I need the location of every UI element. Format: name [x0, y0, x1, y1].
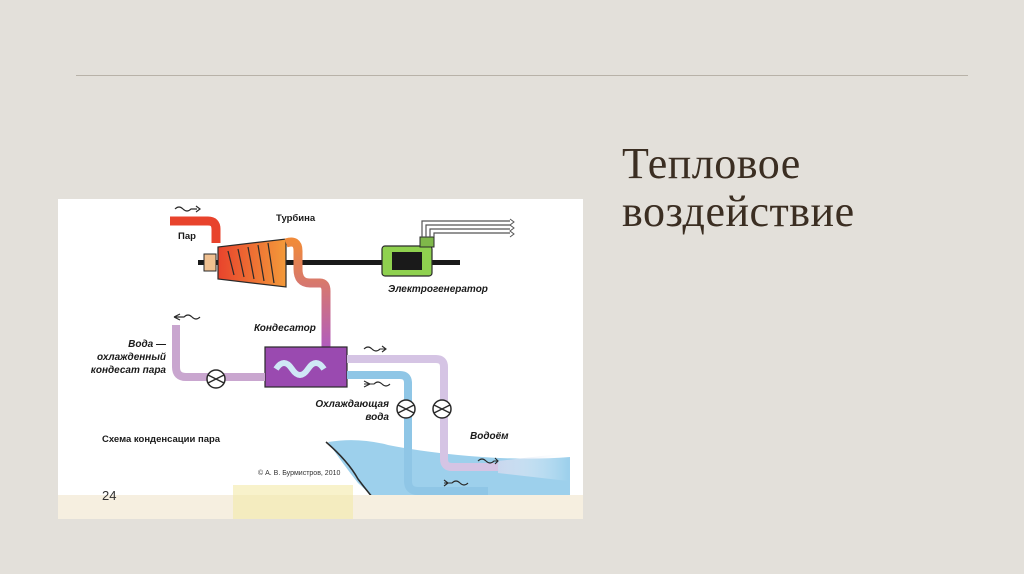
steam-pipe	[170, 216, 221, 243]
diagram-svg: Пар Турбина Электрогенератор Кондесатор …	[58, 205, 583, 519]
steam-flow-arrow	[174, 206, 197, 212]
turbine-shaft	[198, 260, 460, 265]
cooling-pump-outlet	[432, 399, 452, 419]
generator-core	[392, 252, 422, 270]
wire-ends	[509, 218, 515, 238]
cooling-pump-intake	[396, 399, 416, 419]
condensate-pipe	[172, 325, 265, 381]
warm-flow-arrow	[363, 345, 387, 353]
condensate-flow-arrow	[173, 313, 201, 321]
label-cooling-line1: Охлаждающая	[315, 399, 389, 410]
label-turbine: Турбина	[276, 213, 316, 224]
turbine-bearing-left	[203, 253, 217, 272]
turbine-blades	[227, 242, 275, 284]
label-condenser: Кондесатор	[254, 323, 316, 334]
cold-flow-arrow	[363, 380, 391, 388]
intake-flow-arrow	[443, 479, 469, 487]
label-reservoir: Водоём	[470, 431, 509, 442]
label-water-line2: охлажденный	[97, 352, 166, 363]
condensate-pump	[206, 369, 226, 389]
page-number: 24	[102, 488, 116, 503]
diagram-caption: Схема конденсации пара	[102, 434, 221, 445]
label-water-line3: кондесат пара	[91, 365, 167, 376]
generator-terminal	[419, 236, 435, 248]
steam-condensation-diagram: Пар Турбина Электрогенератор Кондесатор …	[58, 199, 583, 519]
slide-title-line2: воздействие	[622, 187, 855, 236]
cold-water-pipe	[347, 371, 488, 495]
label-cooling-line2: вода	[365, 412, 389, 423]
bottom-strip-accent	[233, 485, 353, 519]
turbine-body	[217, 238, 287, 288]
outlet-flow-arrow	[477, 457, 499, 465]
slide-title-line1: Тепловое	[622, 139, 801, 188]
steam-arrow-head	[195, 205, 201, 213]
diagram-copyright: © А. В. Бурмистров, 2010	[258, 469, 340, 477]
label-water-line1: Вода —	[128, 339, 167, 350]
label-generator: Электрогенератор	[388, 284, 488, 295]
exhaust-pipe	[284, 237, 331, 349]
condenser-coil	[273, 360, 327, 378]
label-steam: Пар	[178, 231, 196, 242]
generator-wires	[421, 220, 510, 237]
slide-title: Тепловое воздействие	[622, 140, 1002, 236]
header-divider	[76, 75, 968, 76]
warm-water-outlet	[498, 453, 568, 481]
